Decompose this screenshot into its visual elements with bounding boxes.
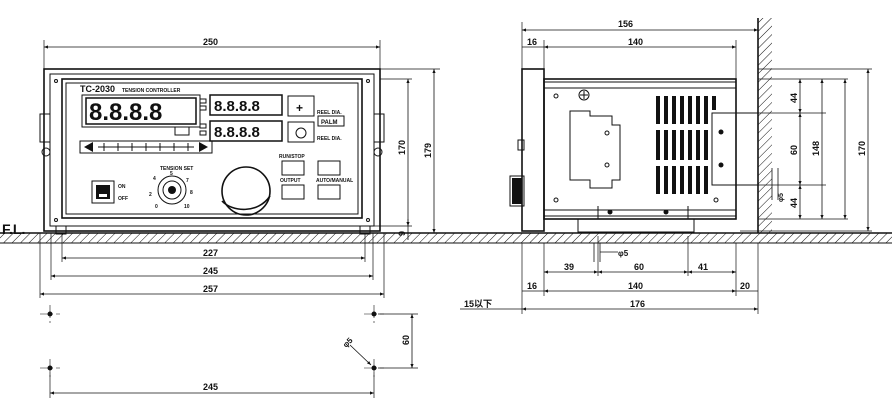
dim-16-top: 16 xyxy=(527,37,537,47)
dim-170-side: 170 xyxy=(857,141,867,156)
bar-graph xyxy=(79,140,213,154)
svg-text:0: 0 xyxy=(155,204,158,210)
dim-15: 15以下 xyxy=(464,299,492,309)
dim-60-mount: 60 xyxy=(401,335,411,345)
extra-button[interactable] xyxy=(317,160,341,176)
power-switch[interactable] xyxy=(91,180,115,204)
dim-44-upper: 44 xyxy=(789,93,799,103)
dim-41: 41 xyxy=(698,262,708,272)
floor-line xyxy=(0,232,892,244)
front-dimension-lines xyxy=(39,40,440,298)
dim-hole-side: φ5 xyxy=(778,193,785,202)
dial-scale: 0 2 4 5 7 8 10 xyxy=(149,171,193,210)
svg-text:5: 5 xyxy=(170,171,173,177)
dim-16-bottom: 16 xyxy=(527,281,537,291)
dim-hole-bottom: φ5 xyxy=(618,249,629,258)
reel-dia-icon: + xyxy=(296,101,303,115)
floor-label: F.L. xyxy=(2,221,25,237)
reel-dia-2-button[interactable] xyxy=(287,121,315,143)
power-on-label: ON xyxy=(118,184,126,190)
dim-20: 20 xyxy=(740,281,750,291)
run-stop-label: RUN/STOP xyxy=(279,154,305,160)
dim-140-bottom: 140 xyxy=(628,281,643,291)
main-display xyxy=(85,97,197,125)
dim-39: 39 xyxy=(564,262,574,272)
auto-manual-button[interactable] xyxy=(317,184,341,200)
main-display-digits: 8.8.8.8 xyxy=(89,99,162,126)
dim-9: 9 xyxy=(397,231,407,236)
dim-227: 227 xyxy=(203,248,218,258)
dim-245-mount: 245 xyxy=(203,382,218,392)
upper-display xyxy=(209,94,283,116)
dim-170-front: 170 xyxy=(397,140,407,155)
output-label: OUTPUT xyxy=(280,178,301,184)
dim-140-top: 140 xyxy=(628,37,643,47)
dim-60-bottom: 60 xyxy=(634,262,644,272)
dim-176: 176 xyxy=(630,299,645,309)
lower-display xyxy=(209,120,283,142)
dim-148: 148 xyxy=(811,141,821,156)
reel-dia-label: REEL DIA. xyxy=(317,110,342,116)
dim-156: 156 xyxy=(618,19,633,29)
dim-44-lower: 44 xyxy=(789,198,799,208)
svg-text:4: 4 xyxy=(153,176,156,182)
dim-250: 250 xyxy=(203,37,218,47)
dim-60-side: 60 xyxy=(789,145,799,155)
tension-set-label: TENSION SET xyxy=(160,166,193,172)
upper-display-digits: 8.8.8.8 xyxy=(214,98,260,115)
auto-manual-label: AUTO/MANUAL xyxy=(316,178,353,184)
tension-set-dial[interactable] xyxy=(157,175,187,205)
power-off-label: OFF xyxy=(118,196,128,202)
front-panel xyxy=(39,68,385,235)
side-dimension-lines xyxy=(460,22,872,314)
mounting-wall xyxy=(757,18,772,233)
run-stop-button[interactable] xyxy=(281,160,305,176)
dim-179: 179 xyxy=(423,143,433,158)
display-status-leds xyxy=(199,98,207,136)
main-knob[interactable] xyxy=(221,166,271,216)
main-display-frame xyxy=(81,94,201,128)
reel-dia-2-icon xyxy=(295,127,307,139)
reel-dia-2-label: REEL DIA. xyxy=(317,136,342,142)
svg-text:8: 8 xyxy=(190,190,193,196)
svg-text:7: 7 xyxy=(186,178,189,184)
svg-text:10: 10 xyxy=(184,204,190,210)
lower-display-digits: 8.8.8.8 xyxy=(214,124,260,141)
output-button[interactable] xyxy=(281,184,305,200)
palm-label: PALM xyxy=(321,120,338,126)
reel-dia-button[interactable] xyxy=(287,95,315,117)
svg-text:2: 2 xyxy=(149,192,152,198)
palm-button[interactable] xyxy=(317,115,345,127)
dim-245: 245 xyxy=(203,266,218,276)
mounting-hole-template xyxy=(40,305,418,398)
dim-257: 257 xyxy=(203,284,218,294)
main-display-indicator xyxy=(174,126,190,136)
model-subtitle: TENSION CONTROLLER xyxy=(122,88,181,94)
model-title: TC-2030 xyxy=(80,84,115,94)
side-view-body xyxy=(509,68,759,233)
